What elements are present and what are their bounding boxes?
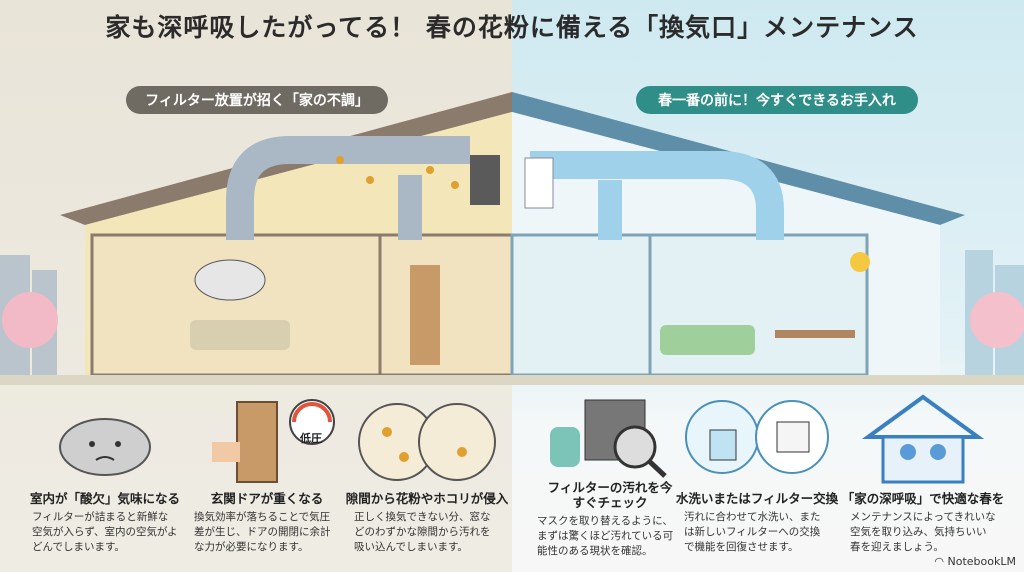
left-section-header: フィルター放置が招く「家の不調」: [126, 86, 388, 114]
problem-text: 正しく換気できない分、窓などのわずかな隙間から汚れを吸い込んでしまいます。: [354, 511, 491, 553]
problem-heading: 隙間から花粉やホコリが侵入: [345, 491, 509, 506]
solution-heading: 「家の深呼吸」で快適な春を: [841, 491, 1005, 506]
cherry-tree-right: [970, 292, 1024, 348]
cherry-tree-left: [2, 292, 58, 348]
solution-comfort: 「家の深呼吸」で快適な春を メンテナンスによってきれいな空気を取り込み、気持ちい…: [838, 392, 1008, 555]
solution-wash-replace: 水洗いまたはフィルター交換 汚れに合わせて水洗い、または新しいフィルターへの交換…: [672, 392, 842, 555]
notebooklm-logo: ◠ NotebookLM: [934, 555, 1016, 568]
sofa-left: [190, 320, 290, 350]
sad-cloud: [194, 259, 266, 301]
brand-label: NotebookLM: [947, 555, 1016, 568]
dining-table: [775, 330, 855, 338]
solution-text: 汚れに合わせて水洗い、または新しいフィルターへの交換で機能を回復させます。: [684, 511, 821, 553]
house-illustration: [0, 92, 1024, 385]
problem-text: 換気効率が落ちることで気圧差が生じ、ドアの開閉に余計な力が必要になります。: [194, 511, 331, 553]
page-title: 家も深呼吸したがってる！ 春の花粉に備える「換気口」メンテナンス: [105, 13, 919, 42]
magnifier-filter-icon: [550, 399, 667, 478]
problem-heavy-door: 低圧 玄関ドアが重くなる 換気効率が落ちることで気圧差が生じ、ドアの開閉に余計な…: [182, 392, 352, 555]
clean-duct: [530, 151, 784, 240]
gauge-label: 低圧: [299, 431, 322, 445]
solution-heading: 水洗いまたはフィルター交換: [675, 491, 839, 506]
sofa-right: [660, 325, 755, 355]
rooms-left: [90, 233, 514, 377]
dirty-duct: [226, 136, 470, 240]
problem-heading: 室内が「酸欠」気味になる: [29, 491, 180, 506]
happy-family-house-icon: [861, 394, 985, 484]
notebooklm-icon: ◠: [934, 555, 948, 568]
front-door: [410, 265, 440, 365]
heavy-door-icon: 低圧: [212, 399, 335, 483]
problem-heading: 玄関ドアが重くなる: [210, 491, 324, 506]
problem-oxygen: 室内が「酸欠」気味になる フィルターが詰まると新鮮な空気が入らず、室内の空気がよ…: [20, 392, 190, 555]
wash-filter-icon: [685, 400, 829, 474]
clean-filter: [524, 157, 554, 209]
sun: [850, 252, 870, 272]
solution-check: フィルターの汚れを今すぐチェック マスクを取り替えるように、まずは驚くほど汚れて…: [525, 392, 695, 559]
problem-text: フィルターが詰まると新鮮な空気が入らず、室内の空気がよどんでしまいます。: [32, 511, 178, 553]
problem-pollen-intrusion: 隙間から花粉やホコリが侵入 正しく換気できない分、窓などのわずかな隙間から汚れを…: [342, 392, 512, 555]
right-section-header: 春一番の前に！今すぐできるお手入れ: [636, 86, 918, 114]
pollen-particles: [336, 156, 459, 189]
solution-text: マスクを取り替えるように、まずは驚くほど汚れている可能性のある現状を確認。: [537, 515, 674, 557]
window-gap-pollen-icon: [358, 403, 496, 481]
sad-cloud-icon: [59, 418, 151, 476]
solution-heading: フィルターの汚れを今すぐチェック: [547, 480, 673, 510]
solution-text: メンテナンスによってきれいな空気を取り込み、気持ちいい春を迎えましょう。: [850, 511, 996, 553]
dirty-filter: [470, 155, 500, 205]
